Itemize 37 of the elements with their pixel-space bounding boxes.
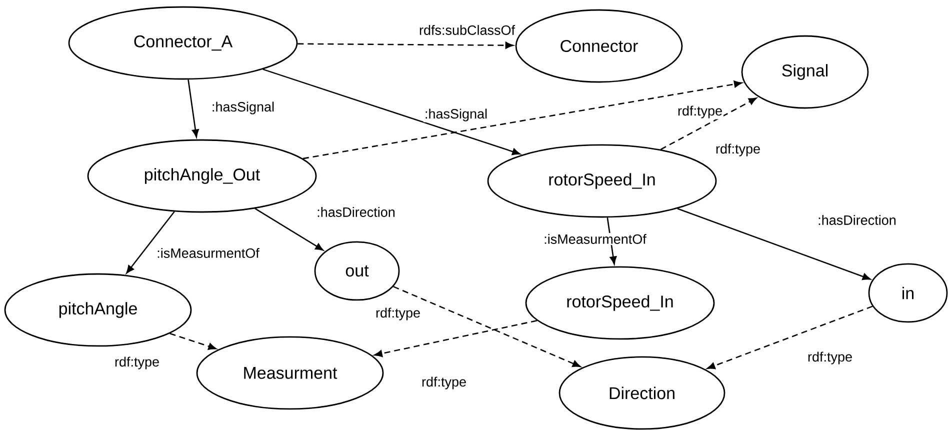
edge-label: :hasDirection [316,206,396,218]
arrow [302,80,742,160]
edge-label: rdfs:subClassOf [418,24,516,36]
ellipse-node: rotorSpeed_In [487,144,717,218]
arrow [393,286,581,368]
ellipse-node: Signal [741,35,869,109]
ellipse-node: in [868,263,948,323]
arrow [170,332,216,350]
ellipse-node: out [314,241,400,301]
edge-label: :isMeasurmentOf [542,233,648,245]
ellipse-node: Connector_A [68,6,298,80]
ellipse-node: Direction [558,356,726,430]
edge-label: rdf:type [420,376,468,390]
ellipse-node: Connector [515,9,683,83]
arrow [188,80,199,138]
edge-label: rdf:type [114,356,161,370]
edge-label: :hasDirection [816,214,898,226]
edge-label: :hasSignal [424,108,489,122]
edge-label: rdf:type [676,104,724,120]
arrow [707,306,873,370]
arrow [677,208,871,280]
arrow [262,68,520,156]
arrow [374,320,538,357]
arrow [254,208,324,251]
ellipse-node: Measurment [196,336,384,410]
arrow [126,211,175,274]
edge-label: rdf:type [374,306,422,322]
ellipse-node: pitchAngle [4,273,192,347]
ellipse-node: pitchAngle_Out [87,139,317,213]
arrow [660,98,757,150]
edge-label: :hasSignal [210,100,276,116]
edge-label: rdf:type [806,350,854,366]
arrow [298,42,514,49]
edge-label: rdf:type [714,142,762,158]
edge-label: :isMeasurmentOf [156,247,260,259]
arrow [606,218,617,264]
ellipse-node: rotorSpeed_In [525,266,715,340]
